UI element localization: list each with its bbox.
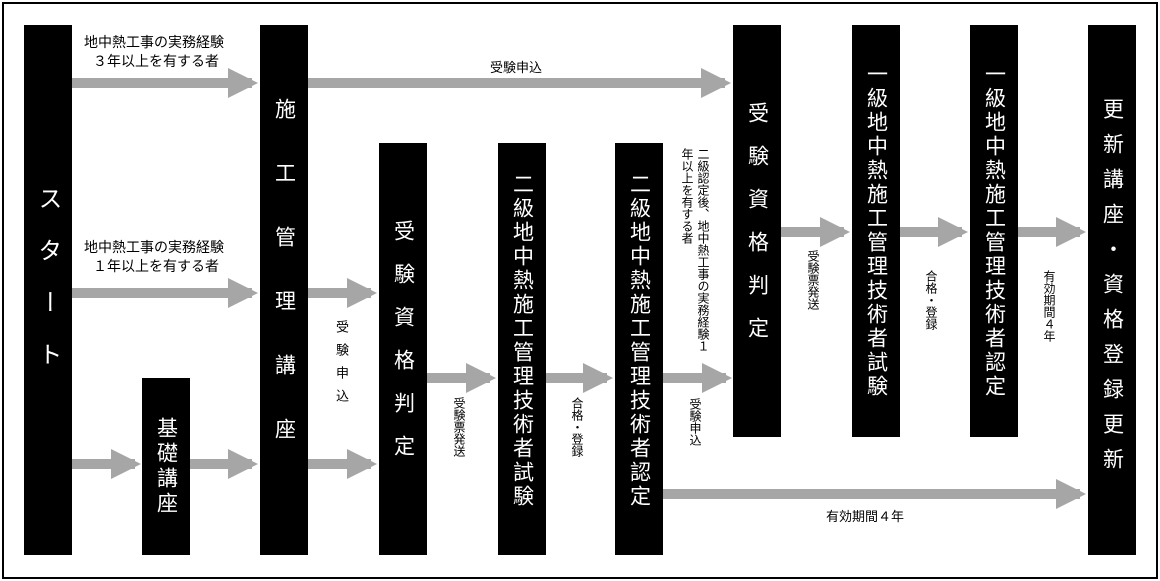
start-box-label: スタート: [34, 186, 62, 394]
shikaku2-box: 受験資格判定: [733, 25, 781, 437]
exp3-label-line1: 地中熱工事の実務経験: [84, 35, 224, 51]
cert2-box: 二級地中熱施工管理技術者認定: [615, 143, 663, 555]
cert1-box-label: 一級地中熱施工管理技術者認定: [982, 63, 1007, 399]
valid-v-label: 有効期間４年: [1042, 270, 1056, 342]
apply-left-label: 受験申込: [333, 320, 348, 412]
pass1-label: 合格・登録: [570, 397, 584, 457]
pass2-label: 合格・登録: [924, 270, 938, 330]
sekou-box: 施工管理講座: [260, 25, 308, 555]
after2-label: 二級認定後、地中熱工事の実務経験１年以上を有する者: [680, 148, 710, 352]
exam1-box-label: 一級地中熱施工管理技術者試験: [864, 63, 889, 399]
exp1-label-line1: 地中熱工事の実務経験: [84, 240, 224, 256]
sekou-box-label: 施工管理講座: [272, 98, 297, 482]
exam2-box: 二級地中熱施工管理技術者試験: [498, 143, 546, 555]
ticket1-label: 受験票発送: [452, 397, 466, 457]
renew-box: 更新講座・資格登録更新: [1088, 25, 1136, 555]
shikaku1-box-label: 受験資格判定: [391, 220, 416, 478]
exam2-box-label: 二級地中熱施工管理技術者試験: [510, 173, 535, 509]
apply-right-label: 受験申込: [688, 398, 702, 446]
shikaku2-box-label: 受験資格判定: [745, 102, 770, 360]
shikaku1-box: 受験資格判定: [379, 143, 427, 555]
renew-box-label: 更新講座・資格登録更新: [1100, 97, 1125, 483]
apply-top-label: 受験申込: [490, 61, 543, 76]
cert2-box-label: 二級地中熱施工管理技術者認定: [627, 173, 652, 509]
exp3-label-line2: ３年以上を有する者: [93, 54, 219, 70]
exam1-box: 一級地中熱施工管理技術者試験: [852, 25, 900, 437]
kiso-box-label: 基礎講座: [154, 416, 179, 517]
cert1-box: 一級地中熱施工管理技術者認定: [970, 25, 1018, 437]
valid-h-label: 有効期間４年: [826, 510, 905, 525]
kiso-box: 基礎講座: [142, 378, 190, 555]
start-box: スタート: [24, 25, 72, 555]
ticket2-label: 受験票発送: [806, 250, 820, 310]
exp1-label-line2: １年以上を有する者: [93, 259, 219, 275]
